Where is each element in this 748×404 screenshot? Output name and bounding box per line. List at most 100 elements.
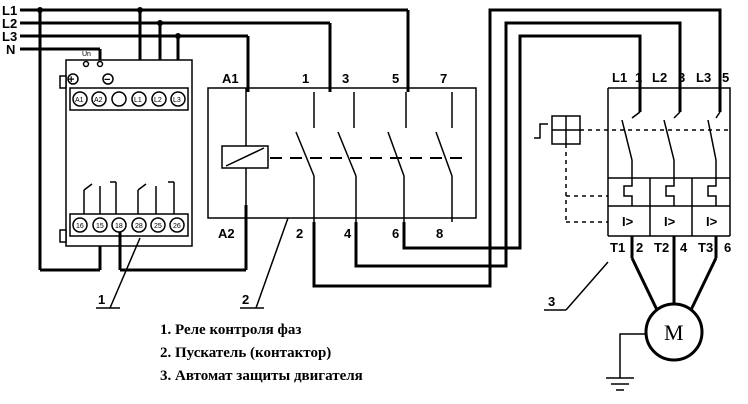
callout-1: 1 — [98, 292, 105, 307]
relay-lug-bottom — [59, 229, 67, 243]
motor-breaker: L1 1 L2 3 L3 5 I> I> I> — [534, 70, 731, 255]
breaker-num-6: 6 — [724, 240, 731, 255]
relay-led-2 — [96, 60, 104, 68]
trip-symbol: I> — [664, 214, 676, 229]
aux-step-symbol — [534, 123, 548, 139]
relay-terminal-a2 — [91, 91, 107, 107]
contact-blade — [435, 131, 453, 177]
relay-bottom-terminal-strip — [69, 213, 189, 237]
junction-l1-relay — [137, 7, 143, 13]
trip-symbol: I> — [706, 214, 718, 229]
contact-blade — [137, 183, 147, 191]
relay-terminal-15 — [92, 217, 108, 233]
relay-terminal-label: L2 — [154, 97, 162, 104]
contactor-to-breaker-wires — [312, 8, 722, 288]
relay-terminal-label: A2 — [94, 97, 103, 104]
contactor-terminal-3: 3 — [342, 71, 349, 86]
legend-item-2: 2. Пускатель (контактор) — [160, 345, 331, 361]
motor-lead — [630, 257, 660, 313]
relay-terminal-l3 — [170, 91, 186, 107]
breaker-num-3: 3 — [678, 70, 685, 85]
relay-terminal-26 — [169, 217, 185, 233]
relay-terminal-label: 28 — [135, 223, 143, 230]
relay-terminal-label: 26 — [173, 223, 181, 230]
contactor-terminal-8: 8 — [436, 226, 443, 241]
contactor-terminal-7: 7 — [440, 71, 447, 86]
coil-hatch — [225, 147, 265, 167]
ground-wire — [619, 333, 646, 378]
legend: 1. Реле контроля фаз 2. Пускатель (конта… — [160, 322, 363, 384]
thermal-element — [623, 178, 633, 206]
legend-item-3: 3. Автомат защиты двигателя — [160, 368, 363, 384]
pole-blade — [621, 119, 633, 161]
breaker-poles — [621, 111, 721, 178]
breaker-num-5: 5 — [722, 70, 729, 85]
relay-terminal-28 — [131, 217, 147, 233]
main-contacts — [295, 92, 453, 222]
motor: M — [606, 236, 718, 391]
breaker-phase-t1: T1 — [610, 240, 625, 255]
contact-blade — [387, 131, 405, 177]
breaker-num-2: 2 — [636, 240, 643, 255]
relay-terminal-label: 15 — [96, 223, 104, 230]
wire-t6-l3 — [402, 34, 642, 250]
callout-leader-3 — [565, 261, 609, 311]
relay-terminal-16 — [72, 217, 88, 233]
pole-blade — [663, 119, 675, 161]
relay-terminal-l1 — [131, 91, 147, 107]
relay-un-label: Un — [82, 51, 91, 58]
pole-top — [715, 111, 721, 119]
line-label-l1: L1 — [2, 3, 17, 18]
pole-top — [673, 111, 681, 119]
legend-item-1: 1. Реле контроля фаз — [160, 322, 301, 338]
relay-output-contacts — [83, 181, 175, 214]
junction-l1-left — [37, 7, 43, 13]
relay-plus-label: + — [68, 74, 74, 86]
motor-lead — [688, 257, 718, 313]
junction-l2-relay — [157, 20, 163, 26]
relay-terminal-l2 — [151, 91, 167, 107]
line-label-n: N — [6, 42, 15, 57]
relay-terminal-blank — [111, 91, 127, 107]
contactor-terminal-5: 5 — [392, 71, 399, 86]
contactor-terminal-1: 1 — [302, 71, 309, 86]
relay-minus-indicator — [102, 73, 114, 85]
callouts: 1 2 3 — [96, 217, 609, 311]
relay-plus-indicator — [67, 73, 79, 85]
breaker-phase-l1: L1 — [612, 70, 627, 85]
relay-terminal-label: 25 — [154, 223, 162, 230]
contactor-coil-a2: A2 — [218, 226, 235, 241]
relay-terminal-label: L3 — [173, 97, 181, 104]
line-label-l3: L3 — [2, 29, 17, 44]
breaker-phase-t3: T3 — [698, 240, 713, 255]
contactor-terminal-4: 4 — [344, 226, 352, 241]
pole-top — [631, 111, 641, 119]
phase-relay: Un + − A1 A2 L1 L2 L3 — [59, 51, 248, 272]
junction-l3-relay — [175, 33, 181, 39]
pole-blade — [707, 119, 717, 161]
thermal-element — [707, 178, 717, 206]
trip-symbol: I> — [622, 214, 634, 229]
wire-t2-l1 — [312, 8, 722, 288]
contactor-terminal-2: 2 — [296, 226, 303, 241]
motor-label: M — [664, 320, 684, 345]
relay-led-1 — [82, 60, 90, 68]
contact-blade — [83, 183, 93, 191]
relay-minus-label: − — [104, 74, 110, 86]
relay-top-terminals: A1 A2 L1 L2 L3 — [72, 91, 186, 107]
breaker-frame-top — [608, 87, 731, 236]
contact-blade — [337, 131, 357, 177]
relay-terminal-label: 16 — [76, 223, 84, 230]
breaker-phase-l2: L2 — [652, 70, 667, 85]
callout-3: 3 — [548, 294, 555, 309]
breaker-phase-t2: T2 — [654, 240, 669, 255]
callout-leader-1 — [109, 237, 141, 309]
relay-terminal-a1 — [72, 91, 88, 107]
thermal-element — [665, 178, 675, 206]
relay-terminal-label: A1 — [75, 97, 84, 104]
contactor-coil-a1: A1 — [222, 71, 239, 86]
contactor-terminal-6: 6 — [392, 226, 399, 241]
breaker-phase-l3: L3 — [696, 70, 711, 85]
